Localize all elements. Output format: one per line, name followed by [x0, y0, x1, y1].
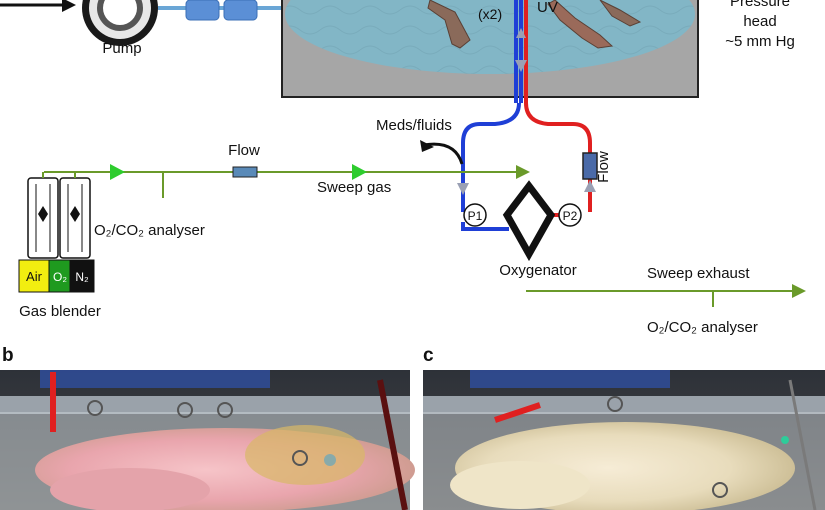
svg-text:~5 mm Hg: ~5 mm Hg [725, 33, 795, 50]
sweep-exhaust-label: Sweep exhaust [647, 265, 750, 282]
tube-arrow-icon [457, 28, 596, 195]
sweep-gas-label: Sweep gas [317, 179, 391, 196]
oxygenator-icon [502, 180, 556, 262]
svg-text:Pressure: Pressure [730, 0, 790, 10]
panel-b-label: b [2, 345, 14, 366]
pressure-head-text: Pressure head ~5 mm Hg [725, 0, 795, 50]
pump-icon [82, 0, 290, 46]
air-label: Air [26, 269, 43, 284]
photo-b [0, 370, 415, 510]
meds-injector-arrow [420, 140, 464, 165]
oxygen-label: O₂ [53, 270, 67, 284]
fluid-tank [281, 0, 699, 98]
blood-circuit [461, 0, 592, 231]
gas-cylinders [18, 259, 95, 293]
svg-text:head: head [743, 13, 776, 30]
oxygenator-label: Oxygenator [499, 262, 577, 279]
umbilical-vein-label: UV [537, 0, 558, 16]
photo-c [423, 370, 825, 510]
pressure-sensor-p2-label: P2 [563, 209, 578, 223]
gas-blender [27, 172, 91, 259]
pressure-sensor-p1-label: P1 [468, 209, 483, 223]
gas-flow-label: Flow [228, 142, 260, 159]
inflow-arrow [0, 0, 76, 12]
flowmeter-icon [582, 152, 598, 180]
sweep-gas-line [44, 164, 530, 198]
pump-label: Pump [102, 40, 141, 57]
analyser-bottom-label: O₂/CO₂ analyser [647, 319, 758, 336]
sweep-exhaust-line [526, 284, 806, 307]
blood-flow-label: Flow [595, 151, 612, 183]
meds-fluids-label: Meds/fluids [376, 117, 452, 134]
heater-blocks [185, 0, 258, 21]
gas-blender-label: Gas blender [19, 303, 101, 320]
nitrogen-label: N₂ [75, 270, 89, 284]
cannula-count-label: (x2) [478, 6, 502, 22]
pressure-sensor-icon [463, 203, 582, 227]
flow-sensor-icon [232, 166, 258, 178]
panel-c-label: c [423, 345, 434, 366]
analyser-top-label: O₂/CO₂ analyser [94, 222, 205, 239]
